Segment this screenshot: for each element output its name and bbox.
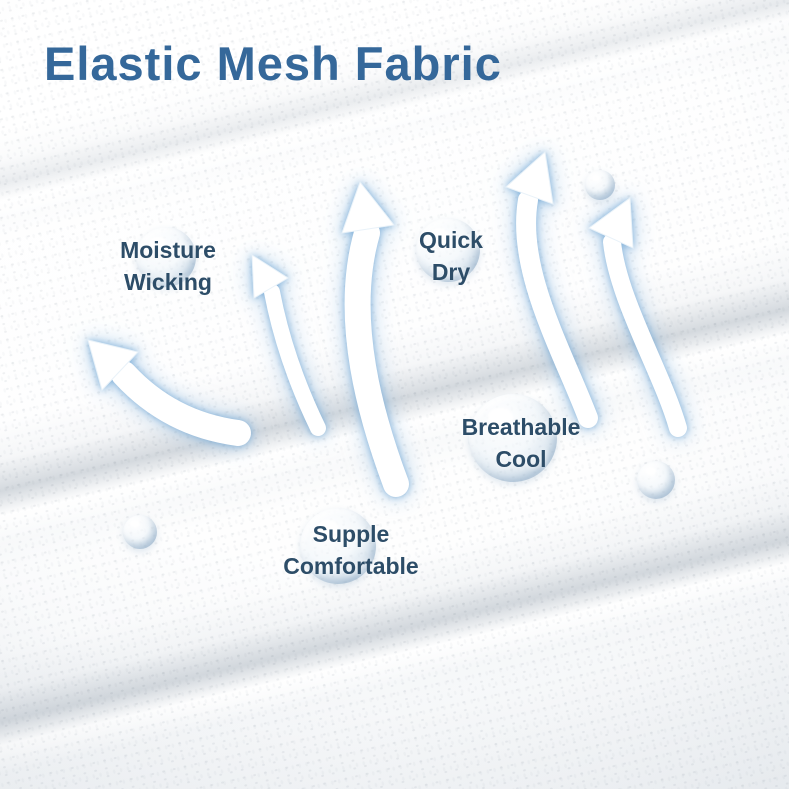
airflow-up-arrow [251, 254, 326, 436]
water-droplet-icon [637, 461, 675, 499]
feature-label-line: Moisture [120, 236, 216, 263]
feature-label-breathable-cool: Breathable Cool [462, 411, 581, 475]
airflow-up-arrow [341, 180, 409, 497]
airflow-up-arrow [588, 197, 687, 437]
airflow-up-arrow [87, 339, 251, 446]
airflow-up-arrow [505, 151, 598, 428]
feature-label-line: Breathable [461, 413, 581, 440]
feature-label-line: Comfortable [283, 553, 419, 579]
feature-label-supple-comfortable: Supple Comfortable [283, 518, 418, 582]
feature-label-moisture-wicking: Moisture Wicking [120, 234, 216, 298]
page-title: Elastic Mesh Fabric [44, 37, 502, 90]
water-droplet-icon [585, 170, 615, 200]
feature-label-line: Wicking [124, 269, 212, 295]
feature-label-line: Quick [419, 226, 483, 253]
fabric-fold [0, 450, 789, 789]
water-droplet-icon [123, 515, 157, 549]
feature-label-line: Dry [431, 259, 471, 285]
feature-label-quick-dry: Quick Dry [419, 224, 483, 288]
feature-label-line: Supple [312, 520, 390, 547]
feature-label-line: Cool [495, 446, 547, 472]
